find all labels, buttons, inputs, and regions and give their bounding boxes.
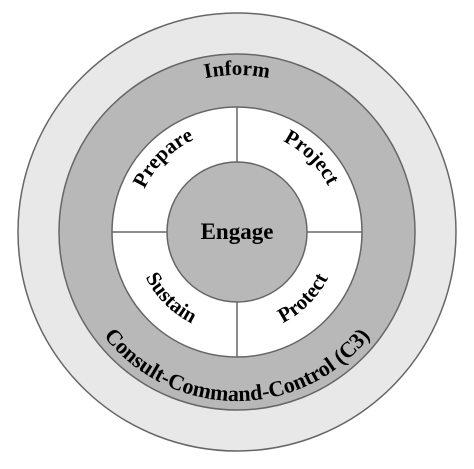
center-label: Engage: [201, 219, 274, 244]
middle-ring-label: Inform: [202, 56, 272, 83]
